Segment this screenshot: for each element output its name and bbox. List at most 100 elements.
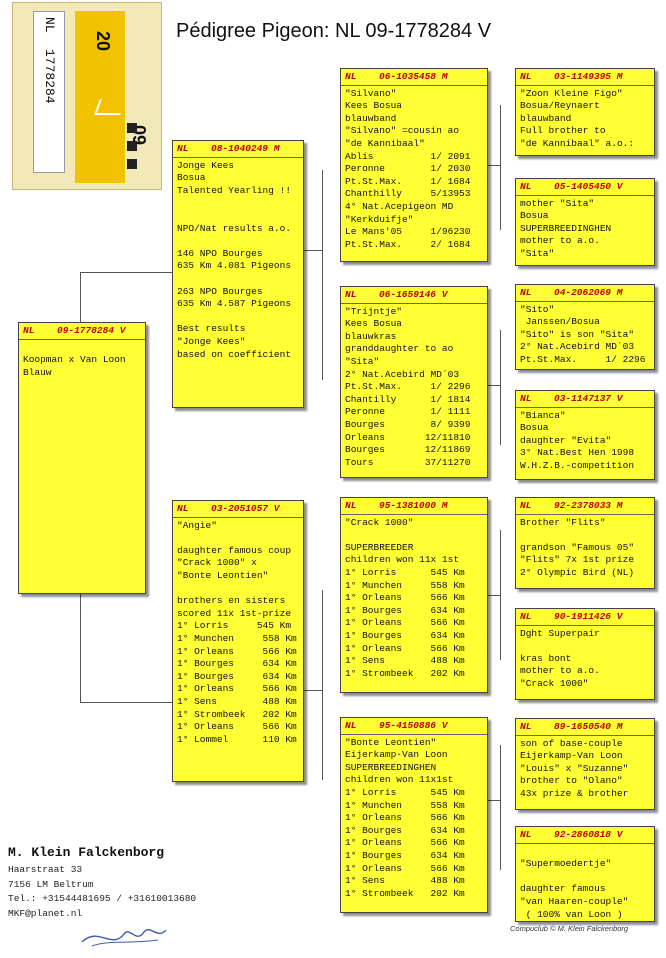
card-line: Eijerkamp-Van Loon [520,750,623,762]
breeder-email: MKF@planet.nl [8,907,83,919]
card-line: blauwkras [345,330,397,342]
card-line: 1° Orleans 566 Km [345,812,465,824]
card-line [177,210,300,223]
card-line: Chantilly 1/ 1814 [345,393,471,405]
card-line: 1° Bourges 634 Km [345,849,465,861]
ring-country: NL [42,17,57,33]
card-line: "Crack 1000" [345,516,414,528]
card-line: "Kerkduifje" [345,213,414,225]
ring-label-band [75,11,125,183]
card-line: Tours 37/11270 [345,456,471,468]
card-line: 1° Orleans 566 Km [345,592,465,604]
card-line: NPO/Nat results a.o. [177,222,292,234]
card-line: Bourges 12/11869 [345,444,471,456]
breeder-street: Haarstraat 33 [8,864,83,875]
card-line [177,532,300,545]
ring-code-square [127,141,137,151]
card-line: 146 NPO Bourges [177,247,263,259]
card-line: blauwband [520,112,572,124]
ring-number: 1778284 [42,49,57,104]
ring-number: 92-2378033 M [554,500,623,511]
card-line: Dght Superpair [520,627,600,639]
card-line: 1° Sens 488 Km [177,695,297,707]
card-line: 3° Nat.Best Hen 1998 [520,447,635,459]
card-line: "Bianca" [520,409,566,421]
card-ring-header: NL 92-2378033 M [516,498,654,515]
ring-number: 95-4150886 V [379,720,448,731]
card-line: "van Haaren-couple" [520,895,629,907]
card-line: 1° Lorris 545 Km [345,786,465,798]
card-line: Best results [177,323,246,335]
ring-country-code: NL [520,500,532,511]
footer-copyright: Compuclub © M. Klein Falckenborg [510,924,629,933]
card-line: daughter famous [520,883,606,895]
connector-line [80,272,173,273]
card-line: Bosua [520,210,549,222]
ring-country-code: NL [345,71,357,82]
ring-country-code: NL [23,325,35,336]
ring-number: 03-2051057 V [211,503,280,514]
card-line: 1° Orleans 566 Km [345,617,465,629]
card-line: "Trijntje" [345,305,403,317]
card-line: 1° Sens 488 Km [345,875,465,887]
ring-country-code: NL [177,143,189,154]
card-line: 43x prize & brother [520,787,629,799]
card-line: Jonge Kees [177,159,235,171]
card-line: 2° Olympic Bird (NL) [520,566,635,578]
card-line: 1° Orleans 566 Km [177,645,297,657]
card-line: ( 100% van Loon ) [520,908,623,920]
page-title: Pédigree Pigeon: NL 09-1778284 V [176,20,492,42]
ring-code-square [127,123,137,133]
card-line: Blauw [23,366,52,378]
ring-country-code: NL [520,181,532,192]
card-line: Koopman x Van Loon [23,354,126,366]
ring-number: 06-1659146 V [379,289,448,300]
card-line: Ablis 1/ 2091 [345,150,471,162]
card-line: "de Kannibaal" a.o.: [520,137,635,149]
card-line: mother "Sita" [520,197,595,209]
card-line: daughter "Evita" [520,434,612,446]
card-line: "Silvano" [345,87,397,99]
card-line: Peronne 1/ 2030 [345,163,471,175]
card-line: SUPERBREEDINGHEN [345,761,437,773]
card-line: "Supermoedertje" [520,858,612,870]
connector-line [303,690,323,691]
ring-country-code: NL [520,829,532,840]
card-line: scored 11x 1st-prize [177,607,292,619]
breeder-phone: Tel.: +31544481695 / +31610013680 [8,893,197,904]
card-line: "Crack 1000" [520,677,589,689]
card-line [177,235,300,248]
ring-code-square [127,159,137,169]
card-line: "Silvano" =cousin ao [345,125,460,137]
ring-number: 90-1911426 V [554,611,623,622]
card-line: 1° Orleans 566 Km [177,683,297,695]
card-line: mother to a.o. [520,235,600,247]
card-line [177,273,300,286]
card-line: Kees Bosua [345,318,403,330]
card-line: Bosua [520,422,549,434]
card-line: brother to "Olano" [520,775,623,787]
ring-country-code: NL [345,289,357,300]
card-line: 1° Strombeek 202 Km [345,887,465,899]
card-line: "Angie" [177,519,217,531]
ring-number: 03-1149395 M [554,71,623,82]
card-line: 1° Orleans 566 Km [345,837,465,849]
card-line: kras bont [520,652,572,664]
card-line: Bosua [177,172,206,184]
card-line: daughter famous coup [177,544,292,556]
ring-number: 89-1650540 M [554,721,623,732]
ring-country-code: NL [520,393,532,404]
